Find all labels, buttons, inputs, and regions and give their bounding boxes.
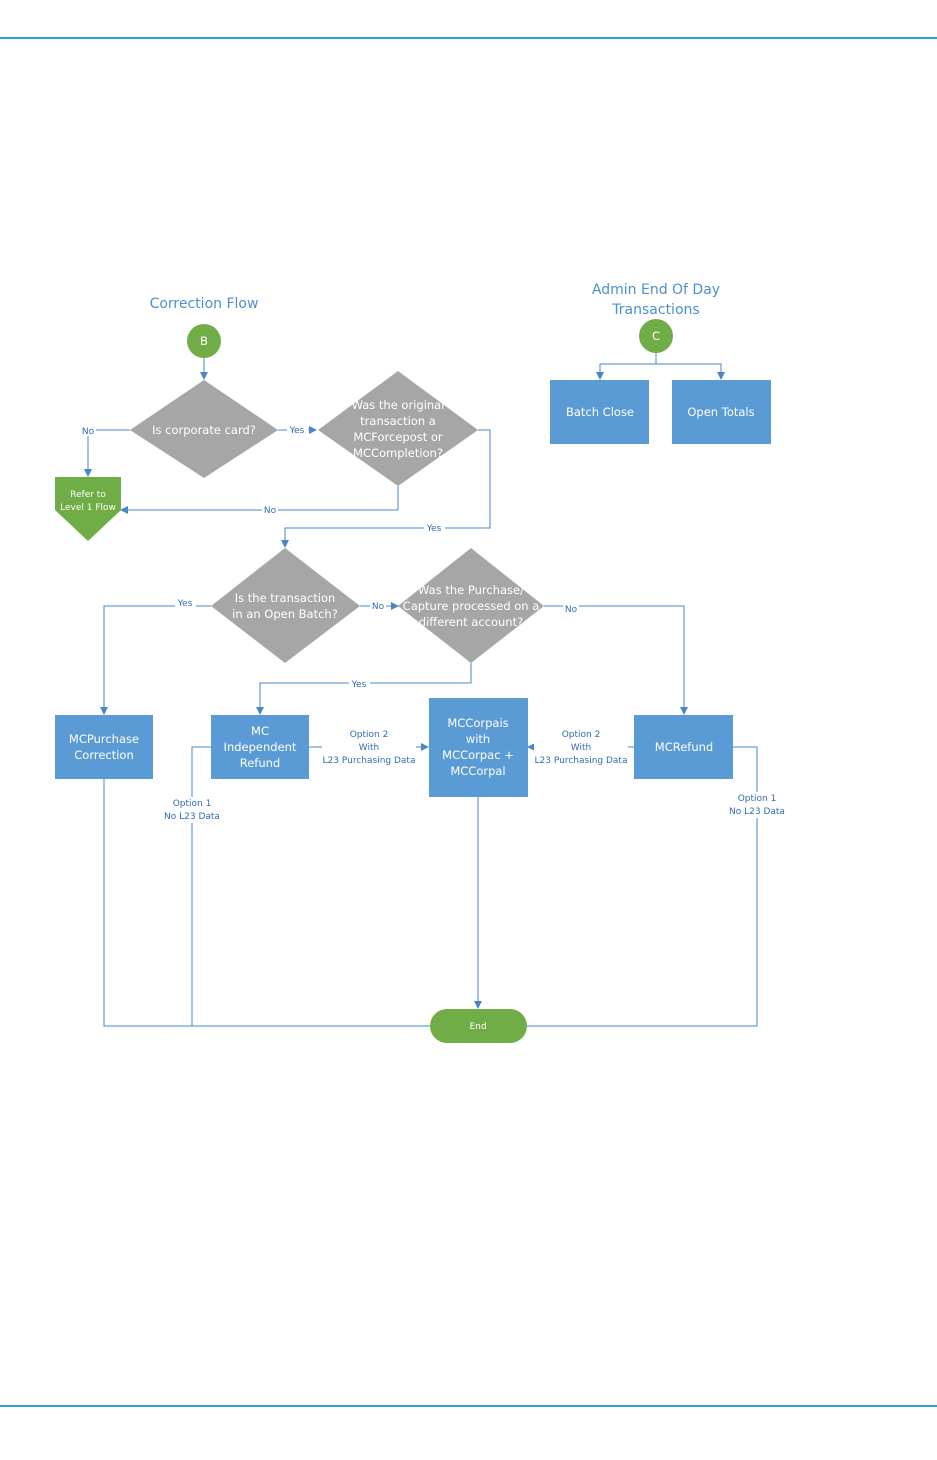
label-option1-right: Option 1 No L23 Data <box>728 792 786 818</box>
svg-text:different account?: different account? <box>419 615 523 629</box>
svg-text:Refer to: Refer to <box>70 490 106 500</box>
edge-openbatch-yes <box>100 605 211 715</box>
connector-c: C <box>639 319 673 353</box>
svg-text:Open Totals: Open Totals <box>687 405 754 419</box>
label-option2-left: Option 2 With L23 Purchasing Data <box>322 727 416 767</box>
svg-text:Correction: Correction <box>74 748 134 762</box>
process-mcpurchase-correction: MCPurchase Correction <box>55 715 153 779</box>
svg-text:Independent: Independent <box>224 740 297 754</box>
terminal-end: End <box>430 1009 527 1043</box>
edge-c-to-opentotals <box>656 363 725 380</box>
svg-text:No L23 Data: No L23 Data <box>729 807 785 817</box>
svg-text:MCCorpais: MCCorpais <box>447 716 508 730</box>
edge-c-to-batchclose <box>596 353 657 380</box>
process-mccorpais: MCCorpais with MCCorpac + MCCorpal <box>429 698 528 797</box>
process-mcrefund: MCRefund <box>634 715 733 779</box>
edge-corporate-no <box>84 429 130 477</box>
svg-text:Transactions: Transactions <box>611 302 699 318</box>
edge-mcrefund-option1 <box>526 746 758 1027</box>
svg-text:Was the Purchase/: Was the Purchase/ <box>418 583 524 597</box>
svg-text:Option 1: Option 1 <box>173 799 212 809</box>
svg-text:End: End <box>469 1022 486 1032</box>
svg-text:MCRefund: MCRefund <box>655 740 713 754</box>
svg-text:MCPurchase: MCPurchase <box>69 732 139 746</box>
svg-text:Is corporate card?: Is corporate card? <box>152 423 256 437</box>
label-openbatch-no: No <box>372 602 385 612</box>
label-openbatch-yes: Yes <box>177 599 193 609</box>
svg-text:Admin End Of Day: Admin End Of Day <box>592 282 720 298</box>
svg-text:in an Open Batch?: in an Open Batch? <box>232 607 338 621</box>
svg-text:L23 Purchasing Data: L23 Purchasing Data <box>323 756 416 766</box>
connector-b: B <box>187 324 221 358</box>
svg-text:Option 1: Option 1 <box>738 794 777 804</box>
svg-text:Is the transaction: Is the transaction <box>235 591 336 605</box>
decision-original-transaction: Was the original transaction a MCForcepo… <box>318 371 478 486</box>
svg-text:L23 Purchasing Data: L23 Purchasing Data <box>535 756 628 766</box>
top-rule <box>0 37 937 39</box>
process-mc-independent-refund: MC Independent Refund <box>211 715 309 779</box>
svg-text:transaction a: transaction a <box>360 414 436 428</box>
svg-text:With: With <box>571 743 591 753</box>
label-option2-right: Option 2 With L23 Purchasing Data <box>534 727 628 767</box>
edge-indrefund-option1 <box>191 746 211 1026</box>
edge-diffaccount-no <box>544 605 688 715</box>
admin-flow-title: Admin End Of Day Transactions <box>592 282 720 318</box>
decision-open-batch: Is the transaction in an Open Batch? <box>211 548 360 663</box>
label-diffaccount-yes: Yes <box>351 680 367 690</box>
label-original-no: No <box>264 506 277 516</box>
svg-text:Option 2: Option 2 <box>562 730 601 740</box>
svg-text:Level 1 Flow: Level 1 Flow <box>60 503 116 513</box>
svg-text:With: With <box>359 743 379 753</box>
svg-text:MC: MC <box>251 724 269 738</box>
svg-text:Batch Close: Batch Close <box>566 405 634 419</box>
svg-text:with: with <box>466 732 490 746</box>
edge-labels: No Yes No Yes Yes No No Yes Option 2 Wit… <box>80 424 786 823</box>
label-option1-left: Option 1 No L23 Data <box>163 797 221 823</box>
svg-text:Option 2: Option 2 <box>350 730 389 740</box>
svg-text:No L23 Data: No L23 Data <box>164 812 220 822</box>
label-corporate-no: No <box>82 427 95 437</box>
label-diffaccount-no: No <box>565 605 578 615</box>
svg-text:Capture processed on a: Capture processed on a <box>403 599 540 613</box>
bottom-rule <box>0 1405 937 1407</box>
svg-text:MCCorpal: MCCorpal <box>450 764 505 778</box>
svg-text:Was the original: Was the original <box>352 398 445 412</box>
svg-text:B: B <box>200 334 208 348</box>
svg-text:MCCorpac +: MCCorpac + <box>442 748 514 762</box>
label-corporate-yes: Yes <box>289 426 305 436</box>
process-open-totals: Open Totals <box>672 380 771 444</box>
svg-text:Refund: Refund <box>240 756 280 770</box>
decision-different-account: Was the Purchase/ Capture processed on a… <box>398 548 544 663</box>
edge-original-yes <box>281 429 491 548</box>
label-original-yes: Yes <box>426 524 442 534</box>
decision-corporate-card: Is corporate card? <box>130 380 278 478</box>
offpage-refer-level1: Refer to Level 1 Flow <box>55 477 121 541</box>
svg-text:MCCompletion?: MCCompletion? <box>353 446 443 460</box>
edge-original-no <box>120 486 399 514</box>
svg-text:MCForcepost or: MCForcepost or <box>353 430 443 444</box>
process-batch-close: Batch Close <box>550 380 649 444</box>
edge-purchasecorrection-end <box>103 779 430 1027</box>
svg-text:C: C <box>652 329 660 343</box>
correction-flow-title: Correction Flow <box>150 296 259 312</box>
